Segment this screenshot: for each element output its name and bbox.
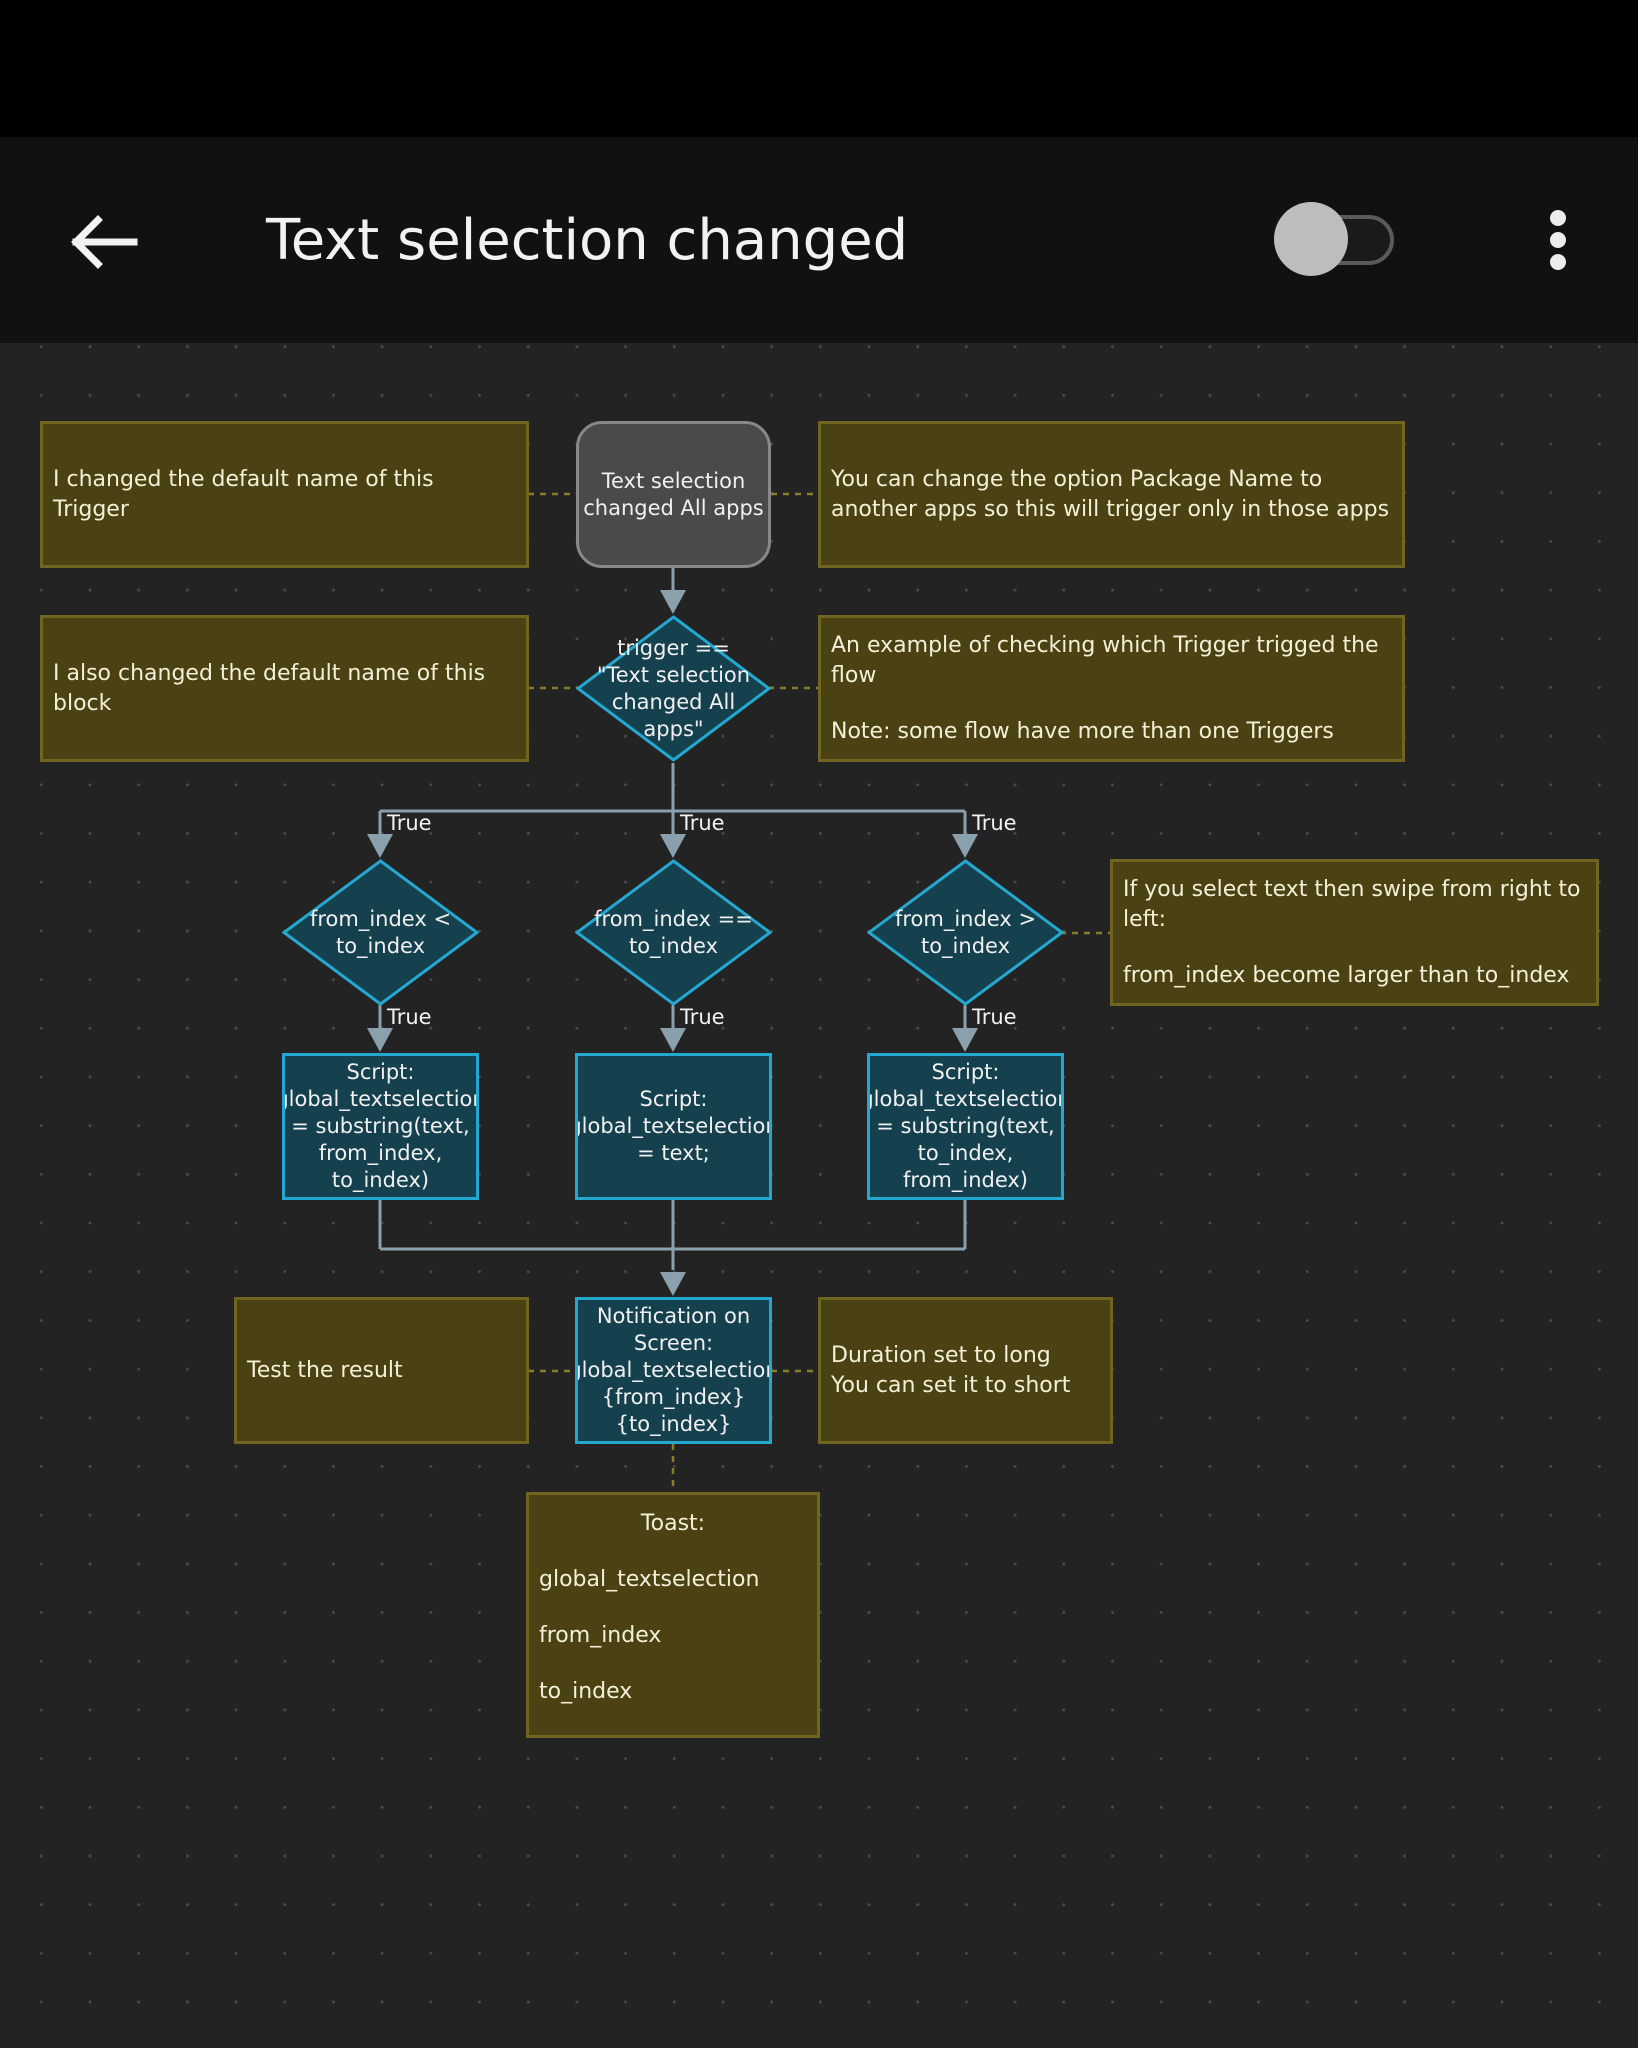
condition-label: from_index > to_index	[894, 906, 1037, 958]
spacer	[1123, 935, 1586, 961]
note-text: You can change the option Package Name t…	[831, 466, 1390, 522]
note-toast[interactable]: Toast: global_textselection from_index t…	[526, 1492, 820, 1738]
arrowhead	[660, 1272, 686, 1296]
arrowhead	[952, 1028, 978, 1052]
script-label: Script: global_textselection = substring…	[282, 1060, 479, 1192]
true-label: True	[680, 1005, 725, 1029]
more-vertical-icon	[1550, 210, 1566, 226]
back-button[interactable]	[62, 200, 146, 284]
arrowhead	[660, 590, 686, 614]
script-label: Script: global_textselection = substring…	[867, 1060, 1064, 1192]
connectors	[367, 492, 1110, 1492]
true-label: True	[387, 1005, 432, 1029]
note-trigger-left[interactable]: I changed the default name of this Trigg…	[40, 421, 529, 568]
flow-canvas[interactable]: I changed the default name of this Trigg…	[0, 343, 1638, 2048]
note-text: You can set it to short	[831, 1372, 1071, 1398]
spacer	[539, 1539, 807, 1565]
note-text: Toast:	[640, 1511, 706, 1536]
more-options-button[interactable]	[1528, 198, 1588, 282]
note-text: An example of checking which Trigger tri…	[831, 632, 1379, 688]
spacer	[539, 1595, 807, 1621]
note-condition-left[interactable]: I also changed the default name of this …	[40, 615, 529, 762]
script-label: Script: global_textselection = text;	[575, 1087, 772, 1165]
script-gt-node[interactable]: Script: global_textselection = substring…	[867, 1053, 1064, 1200]
note-text: global_textselection	[539, 1567, 760, 1592]
note-trigger-right[interactable]: You can change the option Package Name t…	[818, 421, 1405, 568]
diamond-shape	[575, 859, 772, 1006]
arrowhead	[660, 1028, 686, 1052]
note-text: from_index	[539, 1623, 662, 1648]
condition-gt-node[interactable]: from_index > to_index	[867, 859, 1064, 1006]
spacer	[539, 1651, 807, 1677]
notification-node[interactable]: Notification on Screen: {global_textsele…	[575, 1297, 772, 1444]
diamond-shape	[282, 859, 479, 1006]
condition-label: from_index < to_index	[309, 906, 452, 958]
toggle-thumb	[1274, 202, 1348, 276]
more-vertical-icon-dot	[1550, 254, 1566, 270]
note-text: Note: some flow have more than one Trigg…	[831, 718, 1334, 744]
diamond-shape	[867, 859, 1064, 1006]
note-notification-left[interactable]: Test the result	[234, 1297, 529, 1444]
condition-lt-node[interactable]: from_index < to_index	[282, 859, 479, 1006]
true-label: True	[972, 811, 1017, 835]
true-label: True	[387, 811, 432, 835]
note-condition-right[interactable]: An example of checking which Trigger tri…	[818, 615, 1405, 762]
notification-label: Notification on Screen: {global_textsele…	[578, 1304, 769, 1436]
note-text: If you select text then swipe from right…	[1123, 876, 1581, 932]
note-gt[interactable]: If you select text then swipe from right…	[1110, 859, 1599, 1006]
trigger-node[interactable]: Text selection changed All apps	[576, 421, 771, 568]
note-text: to_index	[539, 1679, 633, 1704]
script-lt-node[interactable]: Script: global_textselection = substring…	[282, 1053, 479, 1200]
true-label: True	[680, 811, 725, 835]
enable-toggle[interactable]	[1272, 200, 1396, 280]
condition-label: from_index == to_index	[594, 906, 753, 958]
condition-label: trigger == "Text selection changed All a…	[596, 635, 751, 741]
script-eq-node[interactable]: Script: global_textselection = text;	[575, 1053, 772, 1200]
arrow-left-icon	[71, 215, 138, 269]
condition-eq-node[interactable]: from_index == to_index	[575, 859, 772, 1006]
note-text: Duration set to long	[831, 1342, 1051, 1368]
trigger-label: Text selection changed All apps	[583, 468, 764, 520]
status-bar	[0, 0, 1638, 137]
note-text: from_index become larger than to_index	[1123, 962, 1570, 988]
note-text: Test the result	[247, 1357, 403, 1383]
arrowhead	[660, 834, 686, 858]
note-text: I also changed the default name of this …	[53, 660, 486, 716]
page-title: Text selection changed	[266, 208, 909, 273]
note-notification-right[interactable]: Duration set to long You can set it to s…	[818, 1297, 1113, 1444]
arrowhead	[367, 834, 393, 858]
diamond-shape	[576, 615, 771, 762]
arrowhead	[367, 1028, 393, 1052]
spacer	[831, 691, 1392, 717]
true-label: True	[972, 1005, 1017, 1029]
note-text: I changed the default name of this Trigg…	[53, 466, 434, 522]
more-vertical-icon-dot	[1550, 232, 1566, 248]
arrowhead	[952, 834, 978, 858]
condition-trigger-node[interactable]: trigger == "Text selection changed All a…	[576, 615, 771, 762]
